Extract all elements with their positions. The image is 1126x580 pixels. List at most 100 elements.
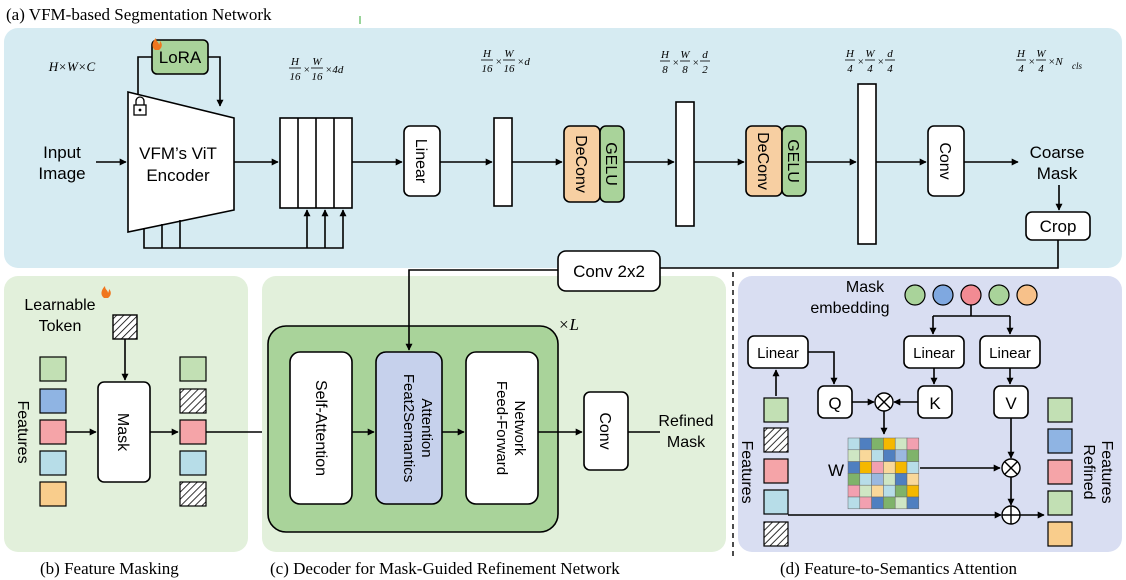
svg-text:4: 4	[867, 63, 873, 75]
svg-text:×: ×	[1028, 56, 1035, 68]
svg-text:W: W	[680, 49, 690, 61]
conv-block-c	[583, 391, 629, 471]
flame-icon	[152, 38, 162, 50]
weight-cell	[859, 449, 872, 462]
encoder-label-2: Encoder	[146, 166, 210, 185]
weight-cell	[847, 473, 861, 486]
gelu-label-1: GELU	[602, 142, 619, 186]
feed-forward-block	[465, 351, 539, 505]
weight-cell	[906, 484, 920, 498]
linear-block	[403, 125, 441, 197]
weight-cell	[859, 437, 872, 451]
w-label: W	[828, 461, 844, 480]
encoder-label: VFM’s ViT	[139, 144, 217, 163]
svg-text:8: 8	[682, 64, 688, 76]
coarse-mask-label: Coarse	[1030, 143, 1085, 162]
weight-cell	[871, 437, 884, 451]
conv2x2-block	[557, 250, 661, 292]
weight-cell	[847, 437, 861, 451]
panel-c-title: (c) Decoder for Mask-Guided Refinement N…	[270, 559, 620, 578]
lora-label: LoRA	[159, 48, 202, 67]
panel-b-title: (b) Feature Masking	[40, 559, 179, 578]
masked-features-column	[179, 356, 207, 507]
learnable-token	[112, 314, 138, 340]
input-features-column-d	[763, 397, 789, 547]
learnable-token-label: Learnable	[24, 297, 95, 314]
refined-features-label: Refined	[1080, 444, 1097, 499]
gelu-block-2	[781, 125, 807, 197]
feat2semantics-label: Feat2Semantics	[400, 374, 417, 482]
learnable-token-label-2: Token	[39, 318, 82, 335]
mask-embedding-circles	[904, 284, 1038, 306]
svg-text:d: d	[887, 48, 893, 60]
svg-text:×4d: ×4d	[325, 64, 344, 76]
vfm-encoder-block	[127, 90, 235, 233]
deconv-label-2: DeConv	[754, 132, 771, 190]
weight-cell	[906, 449, 920, 462]
self-attention-block	[289, 351, 353, 505]
mask-embedding-label-2: embedding	[810, 300, 889, 317]
svg-text:×: ×	[495, 56, 502, 68]
input-image-label-2: Image	[38, 164, 85, 183]
repeat-label: ×L	[558, 315, 579, 334]
svg-text:H: H	[1016, 48, 1026, 60]
weight-cell	[894, 473, 908, 486]
lock-icon	[133, 96, 147, 116]
weight-cell	[859, 473, 872, 486]
weight-cell	[883, 484, 896, 498]
svg-text:×: ×	[857, 56, 864, 68]
encoder-feature-stack	[279, 117, 353, 209]
weight-cell	[906, 437, 920, 451]
gelu-block-1	[599, 125, 625, 203]
svg-text:H: H	[845, 48, 855, 60]
svg-text:cls: cls	[1072, 61, 1082, 71]
weight-cell	[871, 449, 884, 462]
input-image-label: Input	[43, 143, 81, 162]
add-operator	[1001, 505, 1021, 525]
svg-text:×: ×	[303, 64, 310, 76]
gelu-label-2: GELU	[784, 139, 801, 183]
q-label: Q	[828, 394, 841, 413]
weight-cell	[906, 461, 920, 474]
weight-cell	[859, 484, 872, 498]
weight-cell	[859, 461, 872, 474]
feed-forward-label: Feed-Forward	[493, 381, 510, 475]
weight-cell	[847, 449, 861, 462]
weight-cell	[906, 496, 920, 510]
svg-text:×: ×	[877, 56, 884, 68]
weight-cell	[883, 449, 896, 462]
deconv-label-1: DeConv	[572, 135, 589, 193]
svg-text:H: H	[482, 48, 492, 60]
input-features-column	[39, 356, 67, 507]
panel-d-title: (d) Feature-to-Semantics Attention	[780, 559, 1017, 578]
deconv-output-feature-1	[675, 101, 695, 227]
dimension-label-1: H 16 × W 16 ×4d	[289, 56, 344, 83]
weight-cell	[859, 496, 872, 510]
conv-label-c: Conv	[596, 412, 613, 449]
dimension-label-2: H 16 × W 16 ×d	[481, 48, 530, 75]
svg-text:4: 4	[1038, 63, 1044, 75]
linear-label-left: Linear	[757, 345, 799, 362]
svg-text:16: 16	[290, 71, 302, 83]
weight-cell	[906, 473, 920, 486]
coarse-mask-label-2: Mask	[1037, 164, 1078, 183]
dimension-label-3: H 8 × W 8 × d 2	[660, 49, 710, 76]
svg-text:d: d	[702, 49, 708, 61]
k-label: K	[929, 394, 941, 413]
weight-cell	[883, 496, 896, 510]
feat2semantics-attention-block	[375, 351, 443, 505]
deconv-output-feature-2	[857, 83, 877, 245]
features-label-d: Features	[738, 440, 755, 503]
v-label: V	[1005, 394, 1017, 413]
svg-text:×N: ×N	[1048, 56, 1063, 68]
svg-text:8: 8	[662, 64, 668, 76]
weight-cell	[894, 484, 908, 498]
panel-a-title: (a) VFM-based Segmentation Network	[6, 5, 272, 24]
svg-text:2: 2	[702, 64, 708, 76]
svg-text:16: 16	[504, 63, 516, 75]
svg-text:16: 16	[482, 63, 494, 75]
weight-cell	[871, 484, 884, 498]
weight-cell	[871, 496, 884, 510]
weight-cell	[894, 461, 908, 474]
